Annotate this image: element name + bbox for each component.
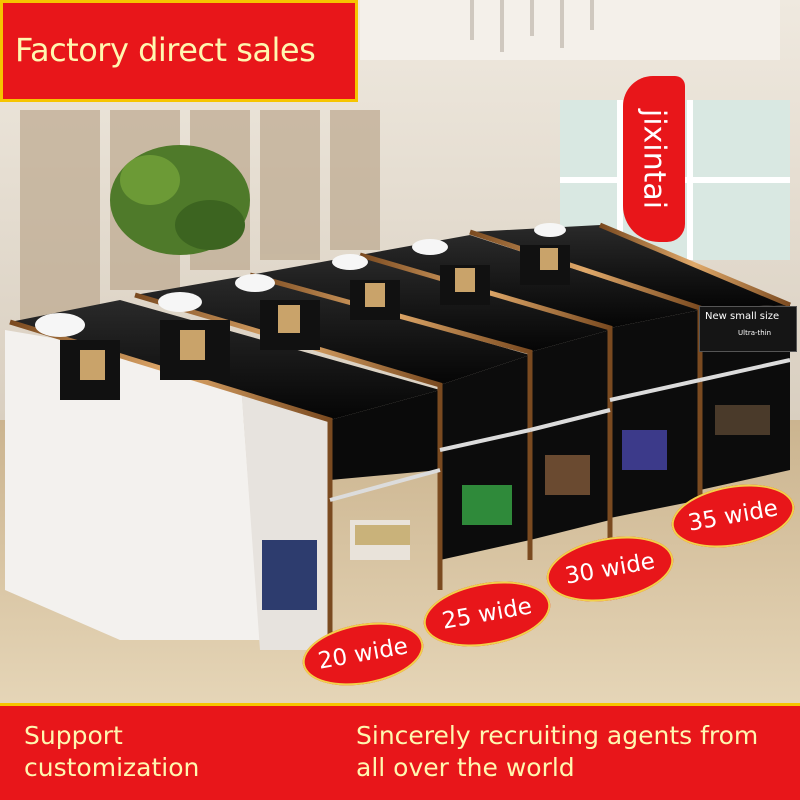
top-banner-text: Factory direct sales [15, 31, 316, 69]
product-size-title: New small size [705, 311, 780, 322]
customization-text: Support customization [24, 721, 200, 782]
recruiting-text: Sincerely recruiting agents from all ove… [356, 721, 759, 782]
brand-text: jixintai [636, 108, 672, 210]
product-size-label: New small size Ultra-thin [699, 306, 797, 352]
top-banner: Factory direct sales [0, 0, 358, 102]
brand-tag: jixintai [623, 76, 685, 242]
product-size-subtitle: Ultra-thin [738, 329, 772, 337]
bottom-banner: Support customization Sincerely recruiti… [0, 703, 800, 800]
